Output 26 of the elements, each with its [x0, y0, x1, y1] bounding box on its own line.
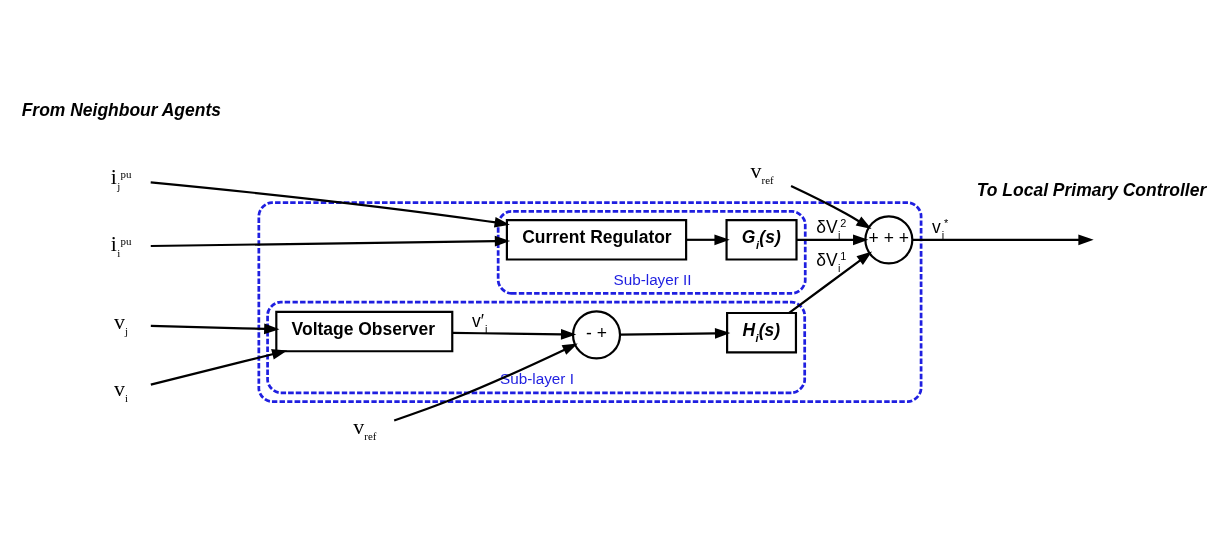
- node-text: v$_{i}$: [114, 376, 128, 404]
- arrow: [788, 251, 873, 314]
- arrow: [790, 184, 872, 229]
- node-box: H$_{i}$(s): [726, 311, 798, 353]
- node-box: Current Regulator: [505, 218, 688, 261]
- arrow: [150, 348, 288, 386]
- node-text: v$_{j}$: [114, 309, 128, 337]
- arrow: [150, 323, 280, 334]
- node-box: Voltage Observer: [275, 310, 454, 352]
- arrow: [620, 327, 731, 339]
- node-text: v$_{ref}$: [750, 158, 774, 186]
- edge-label: v′$_{i}$: [471, 310, 488, 335]
- arrow: [393, 342, 578, 422]
- node-circle: + + +: [864, 214, 914, 264]
- label: From Neighbour Agents: [21, 99, 221, 120]
- arrow: [912, 233, 1094, 245]
- node-text: v$_{ref}$: [353, 414, 377, 442]
- arrow: [452, 328, 577, 340]
- cluster: [257, 200, 923, 403]
- arrow: [796, 233, 869, 245]
- node-box: G$_{i}$(s): [725, 218, 798, 261]
- arrow: [686, 233, 730, 245]
- label: To Local Primary Controller: [976, 179, 1207, 200]
- node-circle: - +: [571, 309, 622, 359]
- arrow: [150, 180, 510, 228]
- arrow: [150, 235, 511, 247]
